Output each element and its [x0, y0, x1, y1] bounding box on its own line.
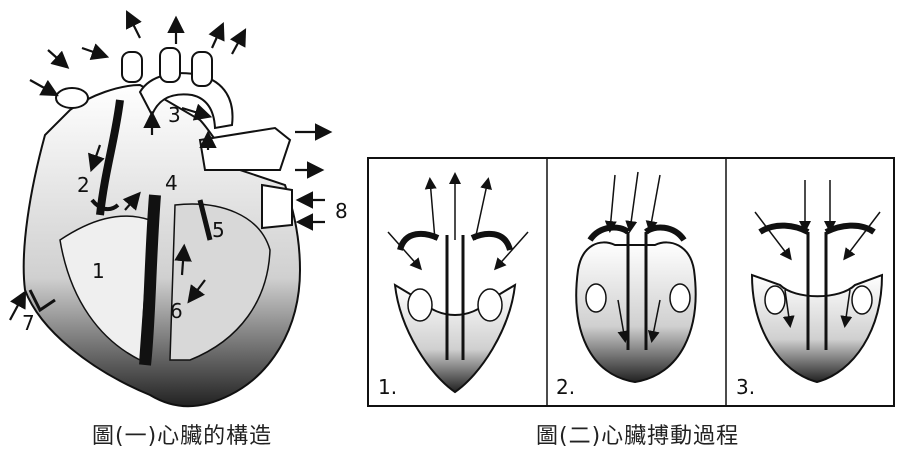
- vessel-1: [160, 48, 180, 82]
- heartbeat-process-figure: 1. 2.: [368, 158, 894, 406]
- panel-2-label: 2.: [556, 375, 575, 399]
- label-1: 1: [92, 259, 105, 283]
- label-8: 8: [335, 199, 348, 223]
- pulmonary-artery: [200, 128, 290, 170]
- label-2: 2: [77, 173, 90, 197]
- label-5: 5: [212, 218, 225, 242]
- figure-2-caption: 圖(二)心臟搏動過程: [536, 418, 739, 450]
- figure-1-caption: 圖(一)心臟的構造: [92, 418, 272, 450]
- label-4: 4: [165, 171, 178, 195]
- label-6: 6: [170, 299, 183, 323]
- label-3: 3: [168, 103, 181, 127]
- vessel-2: [192, 52, 212, 86]
- pulmonary-veins: [262, 185, 292, 228]
- vessel-3: [122, 52, 142, 82]
- label-7: 7: [22, 311, 35, 335]
- heart-structure-figure: 1 2 3 4 5 6 7 8: [10, 14, 348, 406]
- panel-3-label: 3.: [736, 375, 755, 399]
- vena-cava-top: [56, 88, 88, 108]
- panel-1-label: 1.: [378, 375, 397, 399]
